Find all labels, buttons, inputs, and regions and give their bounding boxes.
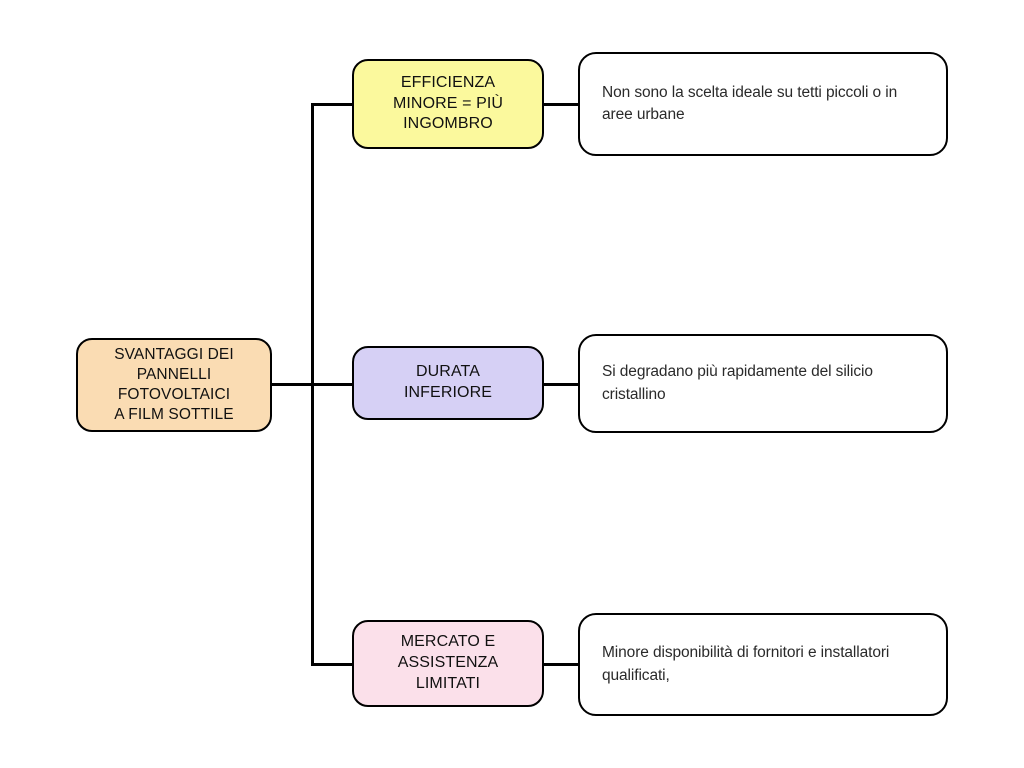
category-node-mercato-label: MERCATO E ASSISTENZA LIMITATI [397,633,499,692]
category-node-durata-label: DURATA INFERIORE [403,363,493,401]
category-node-mercato[interactable]: MERCATO E ASSISTENZA LIMITATI [352,620,544,707]
connector-root-to-trunk [271,382,315,386]
connector-trunk-to-category-2 [311,382,355,386]
description-node-mercato-label: Minore disponibilità di fornitori e inst… [602,644,890,684]
connector-category-3-to-description-3 [543,663,580,666]
root-node[interactable]: SVANTAGGI DEI PANNELLI FOTOVOLTAICI A FI… [76,338,272,432]
connector-trunk-to-category-3 [311,663,355,666]
category-node-efficienza[interactable]: EFFICIENZA MINORE = PIÙ INGOMBRO [352,59,544,149]
description-node-efficienza-label: Non sono la scelta ideale su tetti picco… [602,83,898,123]
description-node-durata[interactable]: Si degradano più rapidamente del silicio… [578,334,948,433]
root-node-label: SVANTAGGI DEI PANNELLI FOTOVOLTAICI A FI… [114,346,234,423]
description-node-efficienza[interactable]: Non sono la scelta ideale su tetti picco… [578,52,948,156]
category-node-durata[interactable]: DURATA INFERIORE [352,346,544,420]
category-node-efficienza-label: EFFICIENZA MINORE = PIÙ INGOMBRO [392,73,504,133]
description-node-durata-label: Si degradano più rapidamente del silicio… [602,363,873,403]
connector-category-1-to-description-1 [543,103,580,106]
description-node-mercato[interactable]: Minore disponibilità di fornitori e inst… [578,613,948,716]
connector-trunk-to-category-1 [311,103,355,106]
connector-category-2-to-description-2 [543,382,580,386]
